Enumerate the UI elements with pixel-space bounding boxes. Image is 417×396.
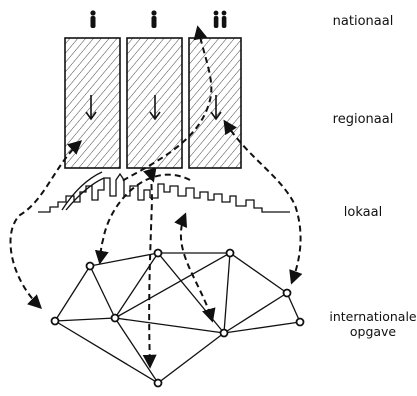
person-icon <box>151 10 157 28</box>
network-edges <box>54 252 301 384</box>
network-nodes <box>50 248 305 388</box>
column-left <box>64 37 121 169</box>
label-lokaal: lokaal <box>343 205 383 220</box>
column-right <box>188 37 242 169</box>
label-internationale: internationale <box>329 309 417 324</box>
label-nationaal: nationaal <box>332 14 394 29</box>
label-opgave: opgave <box>349 324 397 339</box>
down-arrow-icon <box>149 95 161 121</box>
label-regionaal: regionaal <box>332 112 394 127</box>
down-arrow-icon <box>85 95 97 121</box>
down-arrow-icon <box>210 95 222 121</box>
city-skyline <box>38 171 290 213</box>
people-pair-icon <box>213 10 227 28</box>
dashed-links <box>9 25 303 369</box>
person-icon <box>90 10 96 28</box>
